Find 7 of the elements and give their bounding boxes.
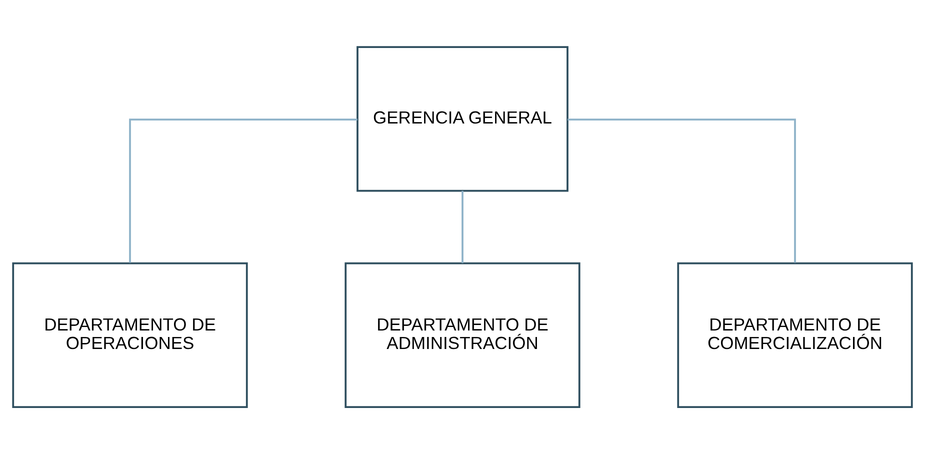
connector xyxy=(462,190,464,264)
connector xyxy=(568,118,796,263)
connector xyxy=(129,118,358,263)
node-box: DEPARTAMENTO DE ADMINISTRACIÓN xyxy=(344,262,580,408)
node-box: GERENCIA GENERAL xyxy=(356,46,568,192)
node-box: DEPARTAMENTO DE COMERCIALIZACIÓN xyxy=(677,262,913,408)
node-box: DEPARTAMENTO DE OPERACIONES xyxy=(12,262,248,408)
